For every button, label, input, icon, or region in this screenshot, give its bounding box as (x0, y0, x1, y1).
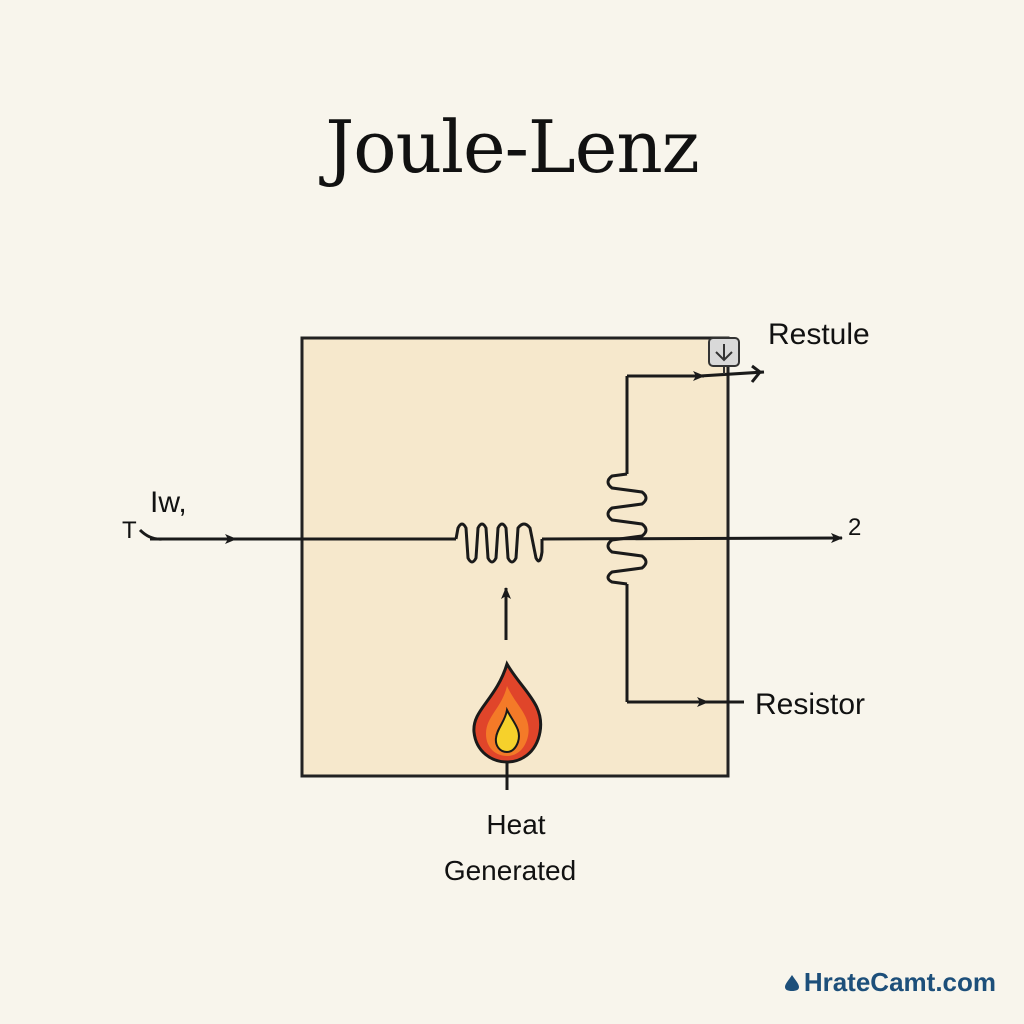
top-output-label: Restule (768, 318, 870, 351)
input-current-label: Iw, (150, 486, 187, 519)
diagram-title: Joule-Lenz (325, 105, 699, 189)
heat-label-line1: Heat (486, 809, 545, 840)
output-terminal-label: 2 (848, 514, 861, 541)
input-terminal-label: T (122, 517, 137, 544)
input-wire-tail (138, 528, 163, 541)
top-output-wire-ext (699, 370, 765, 378)
top-output-tick (750, 364, 763, 383)
main-wire-right (541, 533, 843, 544)
vertical-resistor (606, 472, 648, 586)
watermark-text: HrateCamt.com (803, 967, 996, 997)
horizontal-resistor (454, 522, 544, 564)
download-arrow-icon (708, 337, 740, 374)
heat-label-line2: Generated (444, 855, 576, 886)
flame-icon (472, 660, 543, 790)
bottom-output-label: Resistor (755, 688, 865, 721)
watermark: HrateCamt.com (784, 967, 996, 998)
droplet-logo-icon (784, 974, 799, 991)
